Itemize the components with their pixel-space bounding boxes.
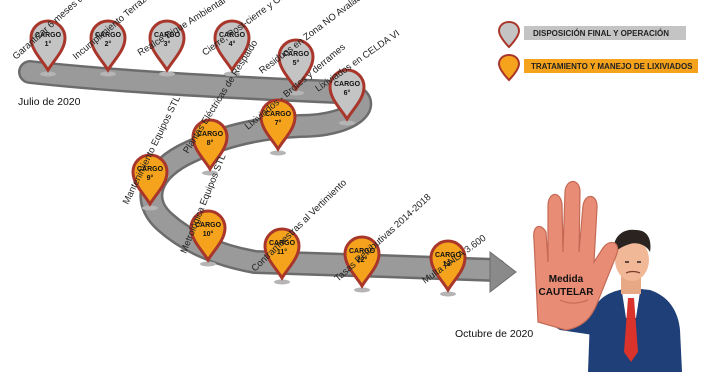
cargo-id-label: CARGO [265, 111, 292, 118]
pin-shadow [440, 291, 456, 297]
gray-pin-icon [89, 19, 127, 73]
pin-shadow [354, 287, 370, 293]
cargo-number-label: 10° [203, 230, 214, 238]
cargo-number-label: 6° [344, 89, 351, 97]
legend-item-lixiviados: TRATAMIENTO Y MANEJO DE LIXIVIADOS [497, 53, 698, 82]
legend-label-lixiviados: TRATAMIENTO Y MANEJO DE LIXIVIADOS [531, 62, 693, 71]
legend-bar-lixiviados [524, 59, 698, 73]
orange-pin-icon [263, 227, 301, 281]
pin-shadow [339, 120, 355, 126]
orange-pin-icon [343, 235, 381, 289]
person-illustration: Medida CAUTELAR [533, 180, 682, 372]
medida-label-line1: Medida [549, 274, 584, 285]
legend: DISPOSICIÓN FINAL Y OPERACIÓN TRATAMIENT… [497, 20, 698, 82]
cargo-number-label: 4° [229, 40, 236, 48]
orange-pin-icon [259, 98, 297, 152]
cargo-id-label: CARGO [269, 240, 296, 247]
pin-shadow [288, 90, 304, 96]
cargo-id-label: CARGO [197, 131, 224, 138]
cargo-number-label: 5° [293, 59, 300, 67]
cargo-id-label: CARGO [137, 166, 164, 173]
tie-icon [624, 298, 638, 362]
orange-pin-icon [497, 53, 521, 82]
orange-pin-icon [429, 239, 467, 293]
cargo-id-label: CARGO [35, 32, 62, 39]
pin-shadow [202, 170, 218, 176]
gray-pin-icon [328, 68, 366, 122]
pin-shadow [224, 71, 240, 77]
pin-shadow [270, 150, 286, 156]
cargo-id-label: CARGO [334, 81, 361, 88]
pin-shadow [142, 205, 158, 211]
gray-pin-icon [497, 20, 521, 49]
gray-pin-icon [277, 38, 315, 92]
cargo-number-label: 12° [357, 256, 368, 264]
cargo-number-label: 11° [277, 248, 287, 256]
orange-pin-icon [189, 209, 227, 263]
arrow-head-icon [489, 250, 517, 294]
cargo-id-label: CARGO [349, 248, 376, 255]
end-date-label: Octubre de 2020 [455, 328, 533, 340]
cargo-id-label: CARGO [219, 32, 246, 39]
cargo-number-label: 2° [105, 40, 112, 48]
pin-shadow [159, 71, 175, 77]
cargo-number-label: 13° [443, 260, 454, 268]
pin-shadow [40, 71, 56, 77]
gray-pin-icon [213, 19, 251, 73]
legend-item-disposicion: DISPOSICIÓN FINAL Y OPERACIÓN [497, 20, 686, 49]
stop-hand-icon [533, 180, 619, 331]
start-date-label: Julio de 2020 [18, 96, 81, 108]
cargo-id-label: CARGO [195, 222, 222, 229]
pin-shadow [100, 71, 116, 77]
cargo-number-label: 9° [147, 174, 154, 182]
cargo-number-label: 1° [45, 40, 52, 48]
cargo-number-label: 3° [164, 40, 171, 48]
orange-pin-icon [131, 153, 169, 207]
cargo-id-label: CARGO [154, 32, 181, 39]
cargo-number-label: 7° [275, 119, 282, 127]
pin-shadow [274, 279, 290, 285]
gray-pin-icon [148, 19, 186, 73]
legend-bar-disposicion [524, 26, 686, 40]
cargo-id-label: CARGO [95, 32, 122, 39]
legend-label-disposicion: DISPOSICIÓN FINAL Y OPERACIÓN [533, 29, 669, 38]
gray-pin-icon [29, 19, 67, 73]
cargo-id-label: CARGO [283, 51, 310, 58]
orange-pin-icon [191, 118, 229, 172]
cargo-id-label: CARGO [435, 252, 462, 259]
medida-label-line2: CAUTELAR [539, 287, 595, 298]
pin-shadow [200, 261, 216, 267]
cargo-number-label: 8° [207, 139, 214, 147]
